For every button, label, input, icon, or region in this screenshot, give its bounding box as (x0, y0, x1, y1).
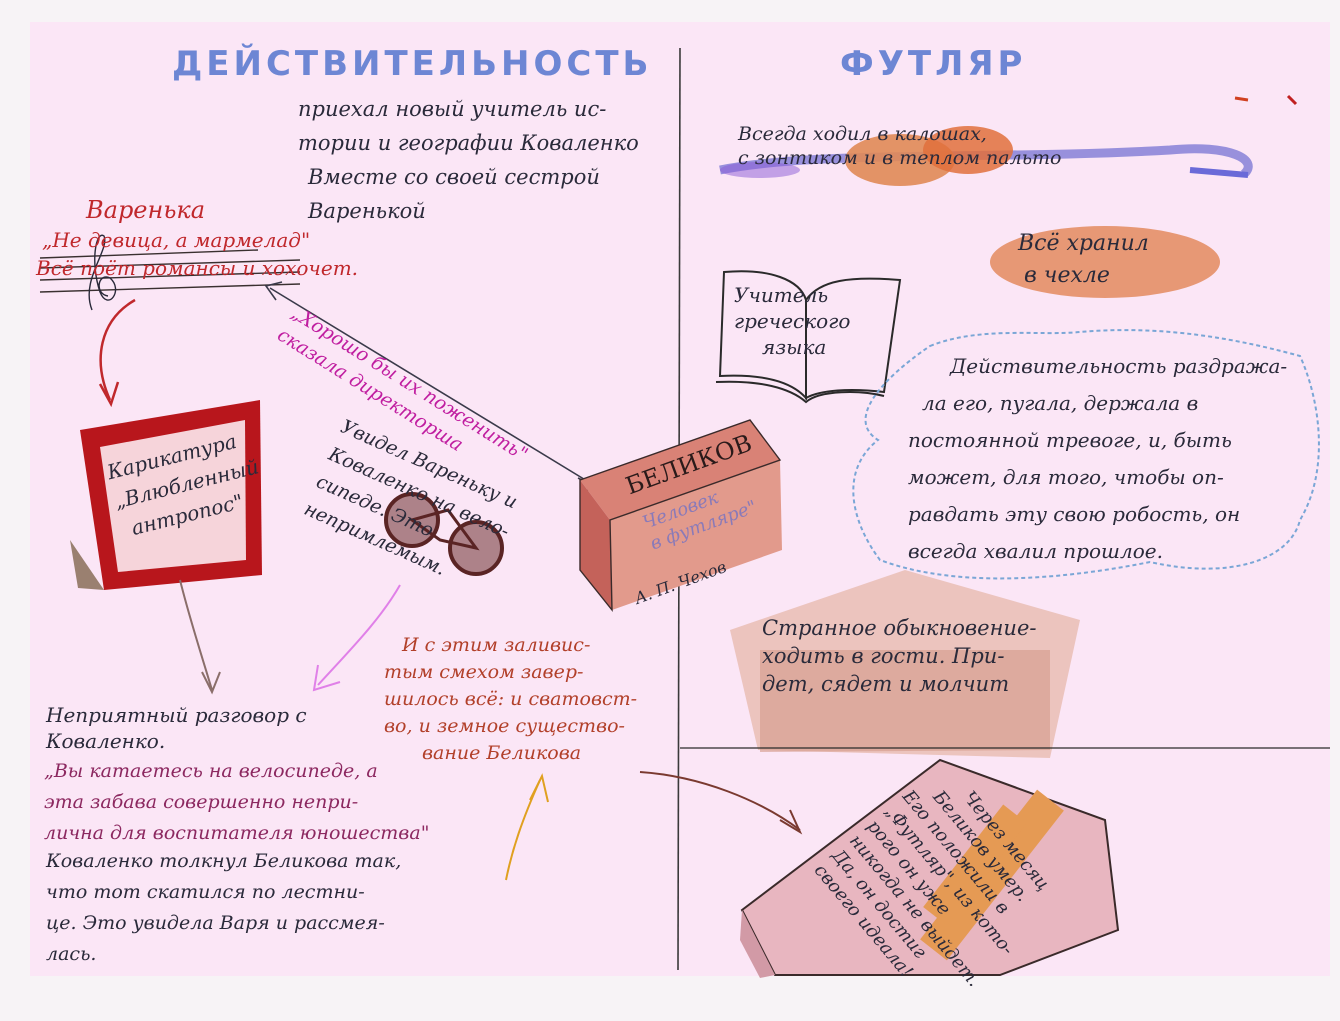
belikov-box (579, 419, 782, 613)
heading-reality: ДЕЙСТВИТЕЛЬНОСТЬ (172, 44, 653, 84)
habit-house (730, 570, 1080, 758)
reality-text: Действительность раздража- ла его, пугал… (908, 354, 1288, 563)
varenka-quote: „Не девица, а мармелад" (42, 228, 311, 252)
book-drawing (715, 270, 902, 404)
mind-map-sheet: ДЕЙСТВИТЕЛЬНОСТЬ ФУТЛЯР приехал новый уч… (30, 22, 1330, 991)
finale-text: И с этим заливис- тым смехом завер- шило… (384, 634, 638, 764)
case-oval (990, 226, 1220, 298)
caricature-frame (70, 400, 262, 590)
varenka-line: Всё поёт романсы и хохочет. (36, 256, 359, 280)
arrow-director (269, 287, 593, 485)
heading-case: ФУТЛЯР (840, 44, 1027, 84)
arrow-varenka (99, 298, 136, 401)
conversation-quote: „Вы катаетесь на велосипеде, а эта забав… (44, 760, 430, 844)
case-text: Всё хранил в чехле (1018, 231, 1149, 288)
conversation-end: Коваленко толкнул Беликова так, что тот … (46, 850, 402, 965)
habit-text: Странное обыкновение- ходить в гости. Пр… (762, 616, 1037, 696)
music-staff (39, 234, 301, 311)
coffin-drawing (740, 758, 1120, 978)
drawing-layer (30, 22, 1330, 978)
bicycle-drawing (384, 492, 504, 576)
book-text: Учитель греческого языка (734, 283, 851, 359)
reality-cloud (852, 329, 1320, 580)
galoshes-drawing (719, 126, 1253, 186)
galoshes-text: Всегда ходил в калошах, с зонтиком и в т… (738, 123, 1062, 169)
arrival-text: приехал новый учитель ис- тории и геогра… (298, 97, 639, 223)
varenka-name: Варенька (86, 196, 206, 224)
conversation-title: Неприятный разговор с Коваленко. (46, 703, 307, 753)
